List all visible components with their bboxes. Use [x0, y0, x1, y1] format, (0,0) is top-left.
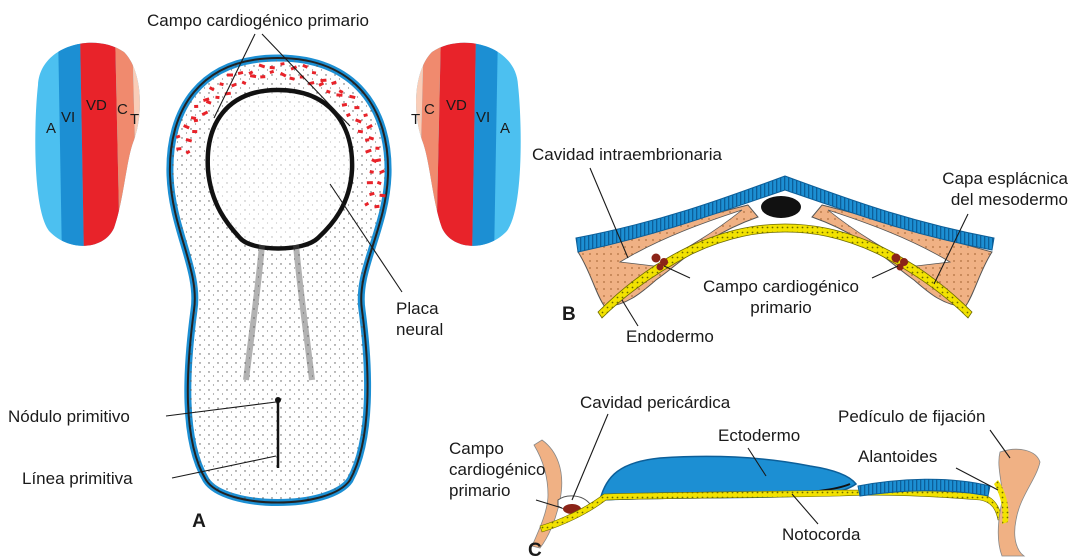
- label-linea-primitiva: Línea primitiva: [22, 469, 133, 488]
- seg-label-vi-right: VI: [476, 109, 490, 126]
- embryonic-disc: [170, 58, 388, 503]
- heart-field-cluster: [176, 147, 181, 151]
- label-ectodermo: Ectodermo: [718, 426, 800, 445]
- heart-field-cluster: [367, 181, 373, 184]
- seg-label-vd-left: VD: [86, 97, 107, 114]
- leader-cavidad-c: [572, 414, 608, 500]
- label-campo-cardiogenico-a: Campo cardiogénico primario: [147, 11, 369, 30]
- heart-field-cluster: [192, 130, 197, 133]
- cross-section-b: [576, 176, 994, 318]
- label-campo-c: Campo: [449, 439, 504, 458]
- heart-field-cluster: [227, 73, 233, 76]
- label-primario-c: primario: [449, 481, 510, 500]
- label-pediculo: Pedículo de fijación: [838, 407, 985, 426]
- label-notocorda: Notocorda: [782, 525, 861, 544]
- seg-label-t-left: T: [130, 111, 139, 128]
- seg-label-c-left: C: [117, 101, 128, 118]
- label-cardiogenico-c: cardiogénico: [449, 460, 545, 479]
- label-nodulo-primitivo: Nódulo primitivo: [8, 407, 130, 426]
- seg-label-vi-left: VI: [61, 109, 75, 126]
- heart-field-cluster: [215, 96, 219, 99]
- leader-endodermo: [622, 300, 638, 326]
- label-capa-esplacnica: Capa esplácnica: [942, 169, 1068, 188]
- neural-plate-outline: [208, 90, 352, 249]
- leader-notocorda: [792, 494, 818, 524]
- label-cavidad-pericardica: Cavidad pericárdica: [580, 393, 731, 412]
- heart-field-cluster: [320, 79, 326, 83]
- label-primario-b: primario: [750, 298, 811, 317]
- label-neural: neural: [396, 320, 443, 339]
- panel-letter-a: A: [192, 511, 206, 532]
- heart-field-cluster: [260, 75, 265, 78]
- seg-label-vd-right: VD: [446, 97, 467, 114]
- seg-label-a-right: A: [500, 120, 510, 137]
- label-campo-cardiogenico-b: Campo cardiogénico: [703, 277, 859, 296]
- label-del-mesodermo: del mesodermo: [951, 190, 1068, 209]
- heart-field-cluster: [312, 71, 316, 75]
- label-endodermo: Endodermo: [626, 327, 714, 346]
- label-placa: Placa: [396, 299, 439, 318]
- heart-field-cluster: [375, 147, 379, 150]
- panel-letter-c: C: [528, 540, 542, 557]
- label-cavidad-intraembrionaria: Cavidad intraembrionaria: [532, 145, 722, 164]
- seg-label-a-left: A: [46, 120, 56, 137]
- label-alantoides: Alantoides: [858, 447, 937, 466]
- heart-field-cluster: [194, 105, 198, 108]
- leader-campo-b-right: [872, 266, 898, 278]
- seg-label-t-right: T: [411, 111, 420, 128]
- heart-field-cluster: [374, 205, 379, 209]
- cranial-fold-c: [532, 440, 562, 548]
- notochord-b: [761, 196, 801, 218]
- heart-field-map-right: T C VD VI A: [396, 0, 556, 270]
- heart-field-map-left: A VI VD C T: [0, 0, 160, 270]
- endoderm-c: [540, 490, 1002, 532]
- heart-field-cluster: [280, 62, 284, 66]
- leader-campo-b-left: [664, 266, 690, 278]
- heart-field-cluster: [270, 66, 275, 69]
- heart-field-cluster: [354, 106, 359, 109]
- heart-field-cluster: [336, 93, 342, 96]
- panel-letter-b: B: [562, 304, 576, 325]
- seg-label-c-right: C: [424, 101, 435, 118]
